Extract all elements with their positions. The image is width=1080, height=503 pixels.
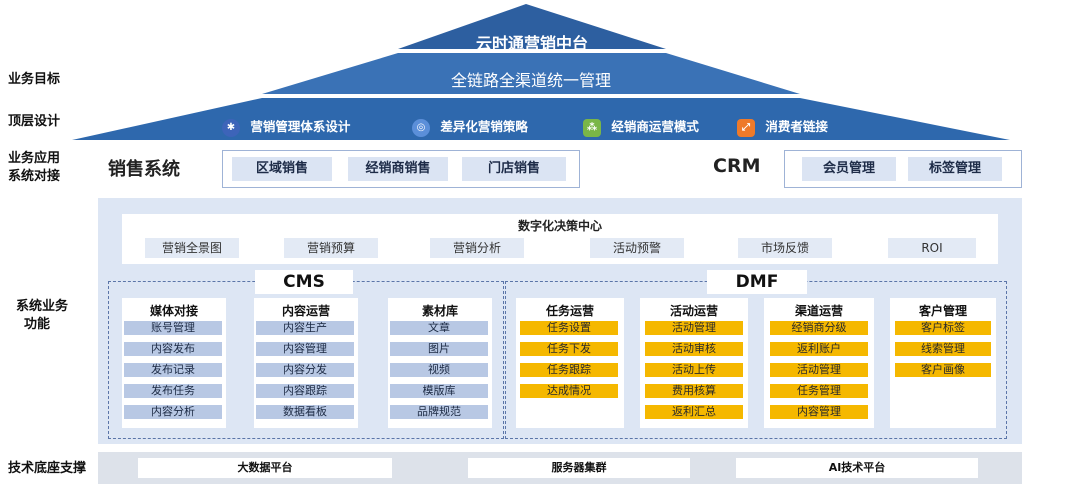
gear-icon: ✱ [222,118,240,137]
row-label-top-design: 顶层设计 [8,114,61,129]
row-label-func-line1: 系统业务 [16,299,69,314]
column-title: 客户管理 [918,304,967,318]
row-label-goal: 业务目标 [8,72,61,87]
cms-media-item[interactable]: 内容发布 [124,342,222,356]
decision-item[interactable]: 市场反馈 [738,238,832,258]
decision-item[interactable]: 营销全景图 [145,238,239,258]
function-item: ⁂ 经销商运营模式 [583,116,699,137]
column-title: 素材库 [421,304,458,318]
tech-item-servers[interactable]: 服务器集群 [468,458,690,478]
sales-system-title: 销售系统 [108,159,180,180]
cms-media-item[interactable]: 账号管理 [124,321,222,335]
dmf-task-item[interactable]: 任务跟踪 [520,363,618,377]
expand-icon: ⤢ [737,118,755,137]
pyramid-roof [72,4,1010,140]
sales-item-region[interactable]: 区域销售 [232,157,332,181]
cms-asset-item[interactable]: 文章 [390,321,488,335]
decision-item[interactable]: 活动预警 [590,238,684,258]
column-title: 任务运营 [545,304,594,318]
row-label-tech: 技术底座支撑 [8,461,87,476]
column-title: 渠道运营 [794,304,843,318]
dmf-channel-item[interactable]: 活动管理 [770,363,868,377]
row-label-app-line1: 业务应用 [8,151,61,166]
function-item: ⤢ 消费者链接 [737,116,828,137]
column-title: 内容运营 [281,304,330,318]
pyramid-top-title: 云时通营销中台 [475,34,588,53]
dmf-channel-item[interactable]: 任务管理 [770,384,868,398]
column-title: 活动运营 [669,304,718,318]
function-item: ✱ 营销管理体系设计 [222,116,350,137]
cms-tag: CMS [255,270,353,294]
dmf-channel-item[interactable]: 经销商分级 [770,321,868,335]
pyramid-base-tier [72,98,1010,140]
cms-content-item[interactable]: 内容生产 [256,321,354,335]
tech-item-bigdata[interactable]: 大数据平台 [138,458,392,478]
dmf-activity-item[interactable]: 活动管理 [645,321,743,335]
cms-content-item[interactable]: 内容分发 [256,363,354,377]
cms-asset-item[interactable]: 模版库 [390,384,488,398]
cms-media-item[interactable]: 内容分析 [124,405,222,419]
cms-media-item[interactable]: 发布记录 [124,363,222,377]
cms-asset-item[interactable]: 品牌规范 [390,405,488,419]
dmf-task-item[interactable]: 达成情况 [520,384,618,398]
pyramid-mid-tier [262,53,800,94]
dmf-activity-item[interactable]: 费用核算 [645,384,743,398]
decision-center [122,214,998,264]
pyramid-top-tier [398,4,666,49]
cms-asset-item[interactable]: 图片 [390,342,488,356]
dmf-task-item[interactable]: 任务设置 [520,321,618,335]
dmf-channel-item[interactable]: 返利账户 [770,342,868,356]
cms-media-item[interactable]: 发布任务 [124,384,222,398]
column-title: 媒体对接 [149,304,198,318]
dmf-customer-item[interactable]: 客户画像 [895,363,991,377]
crm-title: CRM [713,155,761,177]
row-label-func-line2: 功能 [24,317,51,332]
decision-center-title: 数字化决策中心 [517,219,602,233]
cms-content-item[interactable]: 内容跟踪 [256,384,354,398]
cms-asset-item[interactable]: 视频 [390,363,488,377]
cms-content-item[interactable]: 内容管理 [256,342,354,356]
network-icon: ⁂ [583,118,601,137]
crm-item-member[interactable]: 会员管理 [802,157,896,181]
decision-item[interactable]: ROI [888,238,976,258]
globe-icon: ◎ [412,118,430,137]
dmf-channel-item[interactable]: 内容管理 [770,405,868,419]
dmf-activity-item[interactable]: 返利汇总 [645,405,743,419]
decision-item[interactable]: 营销分析 [430,238,524,258]
dmf-customer-item[interactable]: 线索管理 [895,342,991,356]
function-item: ◎ 差异化营销策略 [412,116,528,137]
dmf-activity-item[interactable]: 活动上传 [645,363,743,377]
row-label-app-line2: 系统对接 [8,169,61,184]
dmf-activity-item[interactable]: 活动审核 [645,342,743,356]
decision-item[interactable]: 营销预算 [284,238,378,258]
tech-item-ai[interactable]: AI技术平台 [736,458,978,478]
dmf-customer-item[interactable]: 客户标签 [895,321,991,335]
pyramid-goal: 全链路全渠道统一管理 [450,71,611,90]
crm-item-tag[interactable]: 标签管理 [908,157,1002,181]
cms-content-item[interactable]: 数据看板 [256,405,354,419]
sales-item-dealer[interactable]: 经销商销售 [348,157,448,181]
dmf-tag: DMF [707,270,807,294]
dmf-task-item[interactable]: 任务下发 [520,342,618,356]
sales-item-store[interactable]: 门店销售 [462,157,566,181]
